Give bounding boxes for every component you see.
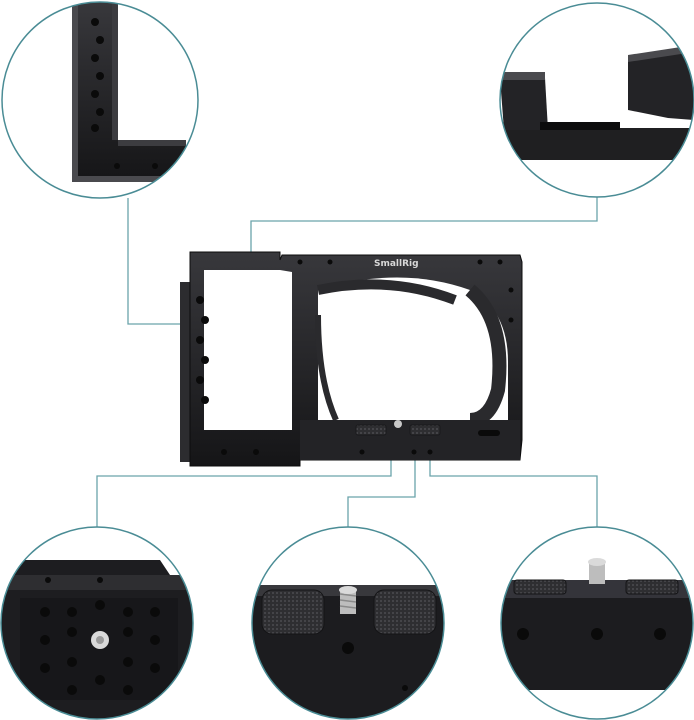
- callout-side-plate-detail: [1, 1, 199, 199]
- camera-cage: SmallRig: [180, 251, 523, 467]
- brand-engraving: SmallRig: [374, 259, 419, 269]
- callout-cold-shoe-detail: [499, 2, 694, 198]
- callout-leader-lines: [96, 197, 598, 527]
- callout-mounting-screw-detail: [251, 526, 445, 720]
- callout-rail-holes-detail: [500, 526, 694, 720]
- callout-hole-array-detail: [0, 526, 194, 720]
